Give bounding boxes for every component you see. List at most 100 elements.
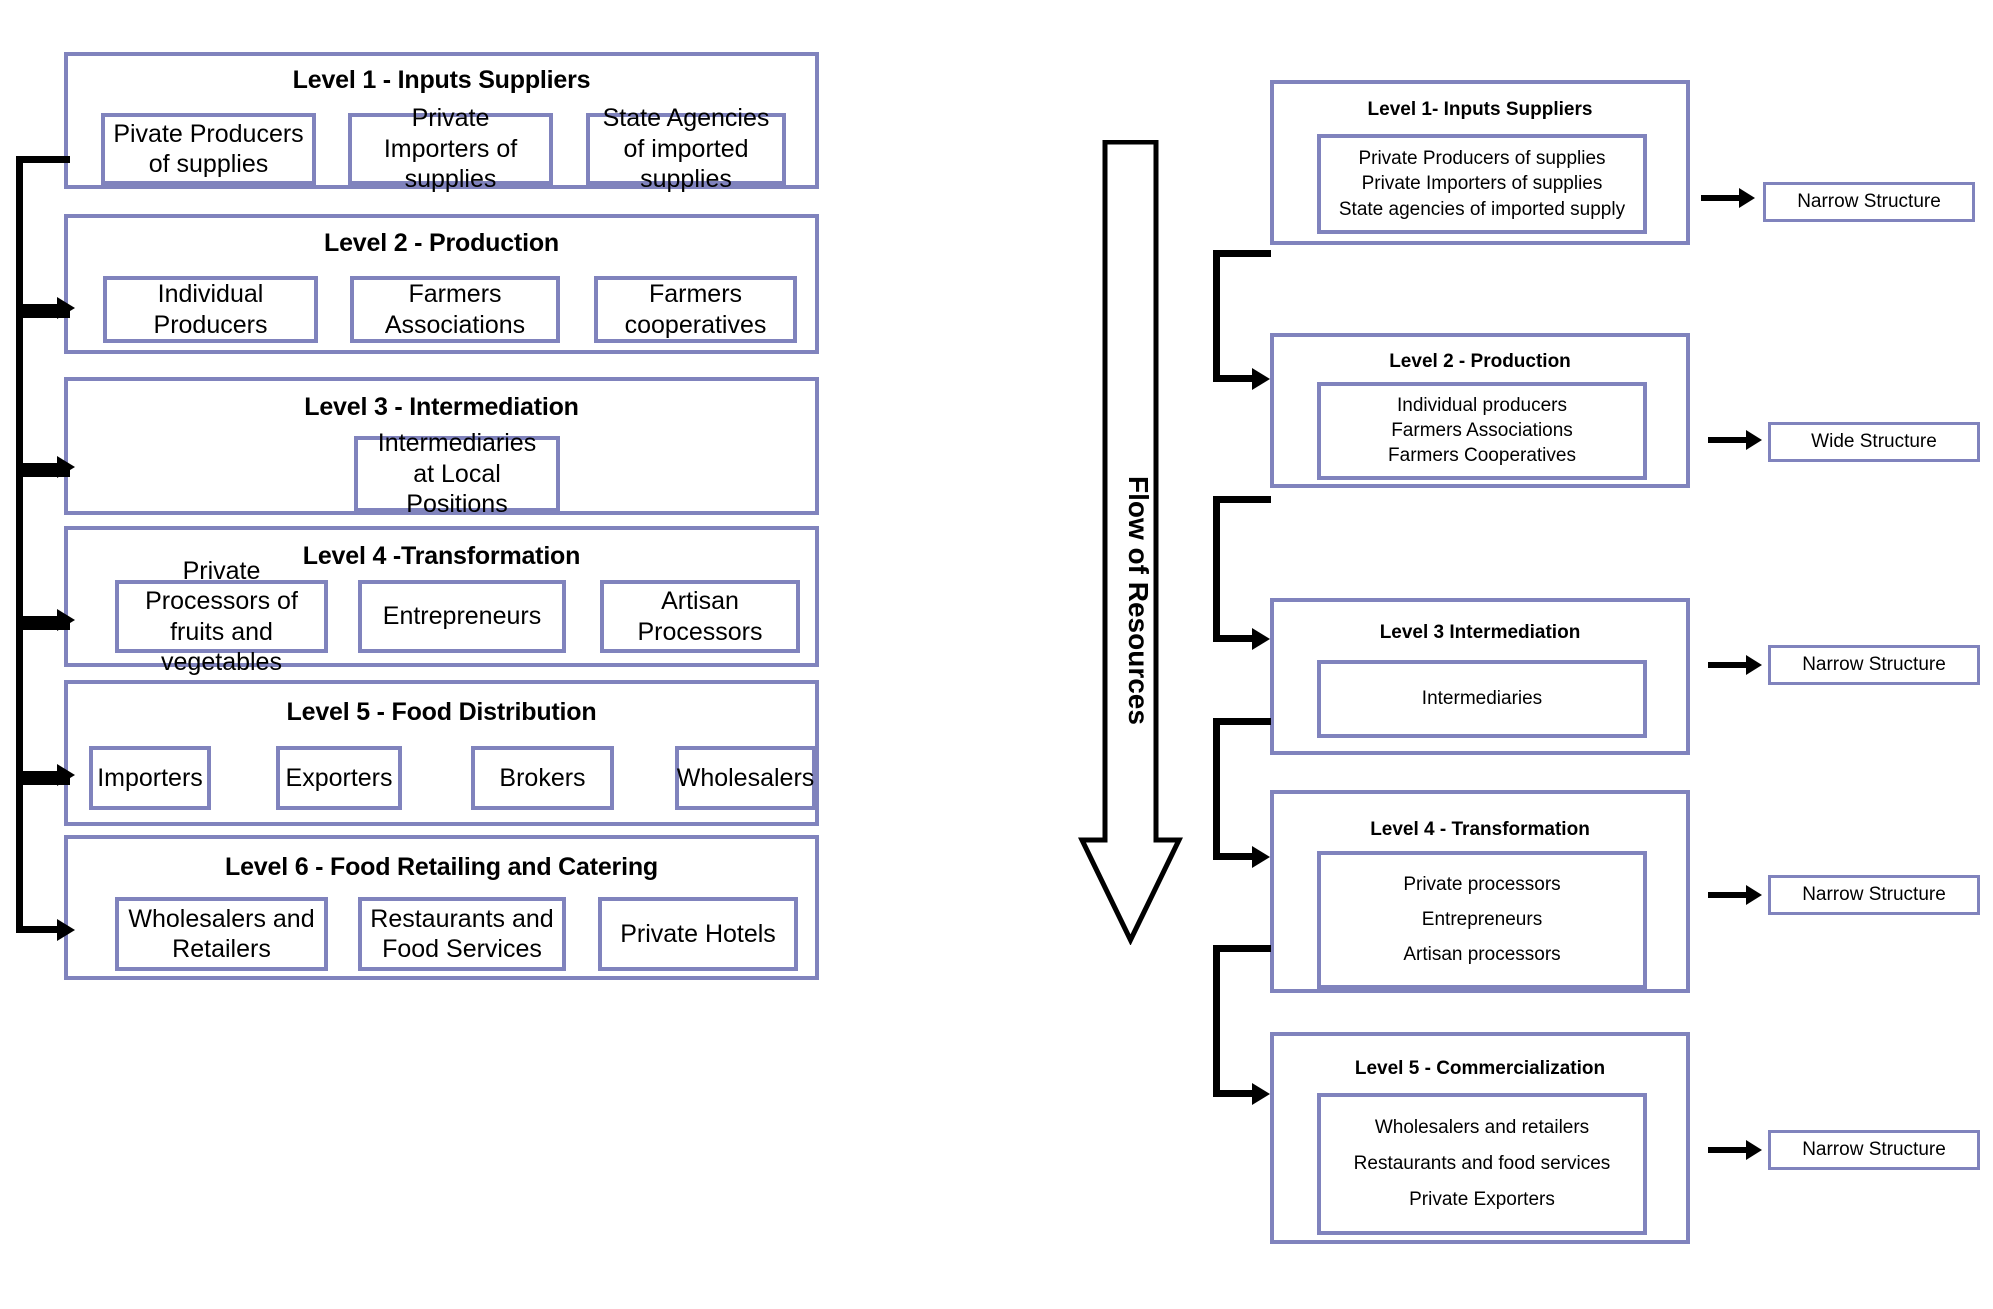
right-level-4-structure[interactable]: Narrow Structure (1768, 875, 1980, 915)
connector-3-stem (16, 470, 23, 623)
connector-1-stem (16, 156, 23, 311)
right-level-4-panel: Level 4 - Transformation Private process… (1270, 790, 1690, 993)
connector-1-bottom (16, 304, 63, 311)
right-connector-1-stem (1213, 250, 1220, 382)
left-level-6-item-3[interactable]: Private Hotels (598, 897, 798, 971)
left-level-4-band: Level 4 -Transformation Private Processo… (64, 526, 819, 676)
left-level-6-band: Level 6 - Food Retailing and Catering Wh… (64, 835, 819, 980)
left-level-6-item-2[interactable]: Restaurants and Food Services (358, 897, 566, 971)
left-level-3-title: Level 3 - Intermediation (304, 393, 579, 421)
left-level-6-title: Level 6 - Food Retailing and Catering (225, 853, 658, 881)
right-level-1-item-1[interactable]: Private Producers of supplies (1358, 147, 1606, 169)
right-level-3-item-1[interactable]: Intermediaries (1421, 688, 1543, 709)
connector-2-stem (16, 311, 23, 470)
right-level-1-arrow-icon (1701, 188, 1755, 208)
left-level-3-band: Level 3 - Intermediation Intermediaries … (64, 377, 819, 518)
left-level-4-title: Level 4 -Transformation (302, 542, 581, 570)
connector-4-bottom (16, 771, 63, 778)
left-level-5-item-2[interactable]: Exporters (276, 746, 402, 810)
right-level-3-title: Level 3 Intermediation (1379, 622, 1581, 643)
left-level-5-title: Level 5 - Food Distribution (286, 698, 597, 726)
left-level-3-item-1[interactable]: Intermediaries at Local Positions (354, 429, 560, 518)
right-level-2-arrow-icon (1708, 430, 1762, 450)
connector-2-bottom (16, 463, 63, 470)
right-connector-1-top (1213, 250, 1271, 257)
right-level-2-item-2[interactable]: Farmers Associations (1391, 420, 1573, 441)
right-connector-2-arrow-icon (1252, 628, 1270, 650)
left-level-2-band: Level 2 - Production Individual Producer… (64, 214, 819, 354)
right-connector-4-arrow-icon (1252, 1083, 1270, 1105)
right-connector-4-top (1213, 945, 1271, 952)
connector-5-stem (16, 778, 23, 933)
left-level-4-item-1[interactable]: Private Processors of fruits and vegetab… (115, 557, 328, 676)
right-connector-2-stem (1213, 496, 1220, 642)
connector-5-top (16, 778, 70, 785)
left-level-5-item-3[interactable]: Brokers (471, 746, 614, 810)
right-level-4-item-2[interactable]: Entrepreneurs (1421, 909, 1543, 930)
left-level-5-item-1[interactable]: Importers (89, 746, 211, 810)
right-level-1-title: Level 1- Inputs Suppliers (1367, 99, 1593, 120)
left-level-2-item-1[interactable]: Individual Producers (103, 276, 318, 343)
right-connector-4-bottom (1213, 1090, 1258, 1097)
right-level-2-structure[interactable]: Wide Structure (1768, 422, 1980, 462)
connector-4-stem (16, 623, 23, 778)
right-level-4-arrow-icon (1708, 885, 1762, 905)
left-level-2-item-3[interactable]: Farmers cooperatives (594, 276, 797, 343)
right-connector-3-bottom (1213, 853, 1258, 860)
right-level-1-item-3[interactable]: State agencies of imported supply (1338, 198, 1626, 220)
right-level-1-structure[interactable]: Narrow Structure (1763, 182, 1975, 222)
left-level-1-band: Level 1 - Inputs Suppliers Pivate Produc… (64, 52, 819, 193)
connector-3-bottom (16, 616, 63, 623)
flow-of-resources-label: Flow of Resources (1123, 476, 1154, 725)
right-connector-1-bottom (1213, 375, 1258, 382)
right-level-2-item-3[interactable]: Farmers Cooperatives (1388, 445, 1576, 466)
left-level-4-item-3[interactable]: Artisan Processors (600, 580, 800, 653)
right-level-2-items: Individual producers Farmers Association… (1317, 382, 1647, 480)
right-connector-3-stem (1213, 718, 1220, 860)
left-level-1-item-2[interactable]: Private Importers of supplies (348, 104, 553, 193)
left-level-5-item-4[interactable]: Wholesalers (675, 746, 816, 810)
flow-of-resources-arrow-icon (1078, 140, 1183, 945)
connector-5-arrow-icon (57, 919, 75, 941)
left-level-1-item-1[interactable]: Pivate Producers of supplies (101, 113, 316, 185)
right-level-1-item-2[interactable]: Private Importers of supplies (1361, 173, 1603, 194)
connector-3-top (16, 470, 70, 477)
left-level-1-item-3[interactable]: State Agencies of imported supplies (586, 104, 786, 193)
right-level-5-title: Level 5 - Commercialization (1354, 1058, 1606, 1079)
right-level-3-panel: Level 3 Intermediation Intermediaries (1270, 598, 1690, 755)
right-level-5-items: Wholesalers and retailers Restaurants an… (1317, 1093, 1647, 1235)
left-level-2-item-2[interactable]: Farmers Associations (350, 276, 560, 343)
right-connector-2-top (1213, 496, 1271, 503)
right-connector-3-top (1213, 718, 1271, 725)
connector-4-top (16, 623, 70, 630)
right-connector-1-arrow-icon (1252, 368, 1270, 390)
right-level-5-item-2[interactable]: Restaurants and food services (1353, 1153, 1611, 1174)
right-level-5-item-3[interactable]: Private Exporters (1409, 1189, 1555, 1210)
left-level-5-band: Level 5 - Food Distribution Importers Ex… (64, 680, 819, 826)
connector-2-top (16, 311, 70, 318)
right-level-5-panel: Level 5 - Commercialization Wholesalers … (1270, 1032, 1690, 1244)
right-level-1-panel: Level 1- Inputs Suppliers Private Produc… (1270, 80, 1690, 245)
right-level-4-items: Private processors Entrepreneurs Artisan… (1317, 851, 1647, 989)
left-level-1-title: Level 1 - Inputs Suppliers (292, 66, 591, 94)
right-level-3-structure[interactable]: Narrow Structure (1768, 645, 1980, 685)
right-level-4-item-3[interactable]: Artisan processors (1403, 944, 1561, 965)
right-level-5-arrow-icon (1708, 1140, 1762, 1160)
left-level-2-title: Level 2 - Production (324, 229, 559, 257)
right-level-5-item-1[interactable]: Wholesalers and retailers (1374, 1117, 1590, 1138)
connector-5-bottom (16, 926, 63, 933)
right-connector-4-stem (1213, 945, 1220, 1097)
right-connector-3-arrow-icon (1252, 846, 1270, 868)
left-level-4-item-2[interactable]: Entrepreneurs (358, 580, 566, 653)
right-level-3-arrow-icon (1708, 655, 1762, 675)
right-level-5-structure[interactable]: Narrow Structure (1768, 1130, 1980, 1170)
right-level-2-panel: Level 2 - Production Individual producer… (1270, 333, 1690, 488)
right-connector-2-bottom (1213, 635, 1258, 642)
right-level-1-items: Private Producers of supplies Private Im… (1317, 134, 1647, 234)
right-level-2-item-1[interactable]: Individual producers (1396, 395, 1568, 416)
right-level-2-title: Level 2 - Production (1389, 351, 1571, 372)
right-level-3-items: Intermediaries (1317, 660, 1647, 738)
right-level-4-item-1[interactable]: Private processors (1403, 874, 1561, 895)
left-level-6-item-1[interactable]: Wholesalers and Retailers (115, 897, 328, 971)
